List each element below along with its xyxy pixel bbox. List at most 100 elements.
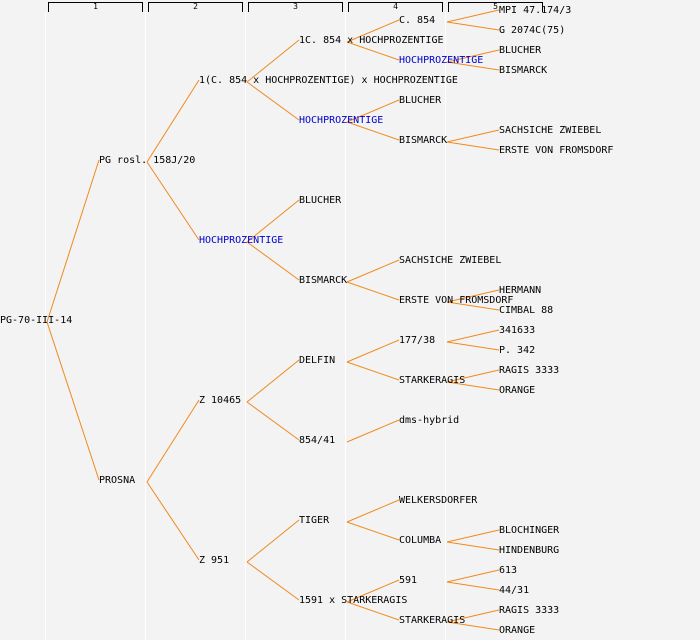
pedigree-node-gen5[interactable]: G 2074C(75): [499, 25, 566, 36]
pedigree-node-gen5[interactable]: BISMARCK: [499, 65, 548, 76]
pedigree-node-gen5[interactable]: HINDENBURG: [499, 545, 560, 556]
pedigree-node-gen3[interactable]: BISMARCK: [299, 275, 348, 286]
connector-line: [346, 419, 400, 443]
pedigree-node-gen5[interactable]: ORANGE: [499, 385, 536, 396]
connector-line: [446, 329, 500, 343]
pedigree-node-gen3[interactable]: DELFIN: [299, 355, 336, 366]
connector-line: [346, 19, 400, 43]
pedigree-node-gen3[interactable]: 1C. 854 x HOCHPROZENTIGE: [299, 35, 444, 46]
column-separator: [245, 12, 246, 640]
connector-line: [446, 49, 500, 63]
pedigree-node-gen4[interactable]: 177/38: [399, 335, 436, 346]
pedigree-node-gen4[interactable]: C. 854: [399, 15, 436, 26]
connector-line: [446, 569, 500, 583]
connector-line: [346, 361, 400, 381]
connector-line: [346, 601, 400, 621]
pedigree-node-gen2[interactable]: HOCHPROZENTIGE: [199, 235, 284, 246]
connector-line: [146, 79, 200, 163]
pedigree-node-gen3[interactable]: TIGER: [299, 515, 330, 526]
generation-header-label: 5: [493, 2, 498, 11]
pedigree-node-gen2[interactable]: 1(C. 854 x HOCHPROZENTIGE) x HOCHPROZENT…: [199, 75, 458, 86]
pedigree-node-gen4[interactable]: ERSTE VON FROMSDORF: [399, 295, 514, 306]
connector-line: [346, 281, 400, 301]
connector-line: [446, 609, 500, 623]
connector-line: [446, 301, 500, 311]
connector-line: [146, 481, 200, 561]
connector-line: [146, 161, 200, 241]
pedigree-node-gen3[interactable]: 1591 x STARKERAGIS: [299, 595, 408, 606]
pedigree-node-gen5[interactable]: 44/31: [499, 585, 530, 596]
connector-line: [246, 39, 300, 83]
connector-line: [246, 241, 300, 281]
pedigree-node-gen5[interactable]: BLUCHER: [499, 45, 542, 56]
pedigree-node-gen3[interactable]: HOCHPROZENTIGE: [299, 115, 384, 126]
connector-line: [346, 579, 400, 603]
connector-line: [46, 159, 100, 323]
pedigree-node-gen5[interactable]: 341633: [499, 325, 536, 336]
pedigree-node-gen4[interactable]: SACHSICHE ZWIEBEL: [399, 255, 502, 266]
connector-line: [446, 141, 500, 151]
generation-header-3: 3: [248, 2, 343, 12]
connector-line: [46, 321, 100, 481]
connector-line: [146, 399, 200, 483]
connector-line: [346, 41, 400, 61]
pedigree-node-gen4[interactable]: WELKERSDORFER: [399, 495, 478, 506]
pedigree-node-gen3[interactable]: BLUCHER: [299, 195, 342, 206]
pedigree-node-gen4[interactable]: BISMARCK: [399, 135, 448, 146]
connector-line: [446, 61, 500, 71]
connector-line: [246, 81, 300, 121]
pedigree-node-gen5[interactable]: ORANGE: [499, 625, 536, 636]
connector-line: [446, 529, 500, 543]
generation-header-label: 4: [393, 2, 398, 11]
pedigree-node-gen4[interactable]: COLUMBA: [399, 535, 442, 546]
connector-line: [446, 381, 500, 391]
connector-line: [446, 289, 500, 303]
pedigree-node-gen3[interactable]: 854/41: [299, 435, 336, 446]
pedigree-node-gen0[interactable]: PG-70-III-14: [0, 315, 73, 326]
generation-header-5: 5: [448, 2, 543, 12]
connector-line: [446, 341, 500, 351]
pedigree-node-gen5[interactable]: HERMANN: [499, 285, 542, 296]
pedigree-node-gen4[interactable]: BLUCHER: [399, 95, 442, 106]
pedigree-node-gen5[interactable]: SACHSICHE ZWIEBEL: [499, 125, 602, 136]
pedigree-node-gen4[interactable]: 591: [399, 575, 418, 586]
connector-line: [346, 121, 400, 141]
column-separator: [45, 12, 46, 640]
connector-line: [446, 369, 500, 383]
pedigree-node-gen1[interactable]: PROSNA: [99, 475, 136, 486]
generation-header-label: 1: [93, 2, 98, 11]
pedigree-node-gen4[interactable]: dms-hybrid: [399, 415, 460, 426]
connector-line: [446, 581, 500, 591]
pedigree-node-gen4[interactable]: HOCHPROZENTIGE: [399, 55, 484, 66]
connector-line: [446, 129, 500, 143]
pedigree-node-gen5[interactable]: BLOCHINGER: [499, 525, 560, 536]
pedigree-node-gen1[interactable]: PG rosl. 158J/20: [99, 155, 196, 166]
pedigree-node-gen4[interactable]: STARKERAGIS: [399, 375, 466, 386]
pedigree-node-gen5[interactable]: MPI 47.174/3: [499, 5, 572, 16]
generation-header-label: 3: [293, 2, 298, 11]
connector-line: [246, 401, 300, 441]
pedigree-node-gen4[interactable]: STARKERAGIS: [399, 615, 466, 626]
pedigree-node-gen5[interactable]: 613: [499, 565, 518, 576]
pedigree-node-gen5[interactable]: P. 342: [499, 345, 536, 356]
connector-line: [246, 359, 300, 403]
connector-line: [346, 339, 400, 363]
pedigree-node-gen5[interactable]: RAGIS 3333: [499, 365, 560, 376]
connector-line: [446, 9, 500, 23]
generation-header-2: 2: [148, 2, 243, 12]
pedigree-node-gen2[interactable]: Z 10465: [199, 395, 242, 406]
connector-line: [446, 621, 500, 631]
pedigree-node-gen2[interactable]: Z 951: [199, 555, 230, 566]
connector-line: [446, 21, 500, 31]
connector-line: [346, 499, 400, 523]
pedigree-node-gen5[interactable]: ERSTE VON FROMSDORF: [499, 145, 614, 156]
connector-line: [346, 259, 400, 283]
column-separator: [445, 12, 446, 640]
generation-header-1: 1: [48, 2, 143, 12]
pedigree-node-gen5[interactable]: RAGIS 3333: [499, 605, 560, 616]
connector-line: [346, 521, 400, 541]
connector-line: [446, 541, 500, 551]
connector-line: [246, 199, 300, 243]
pedigree-node-gen5[interactable]: CIMBAL 88: [499, 305, 554, 316]
